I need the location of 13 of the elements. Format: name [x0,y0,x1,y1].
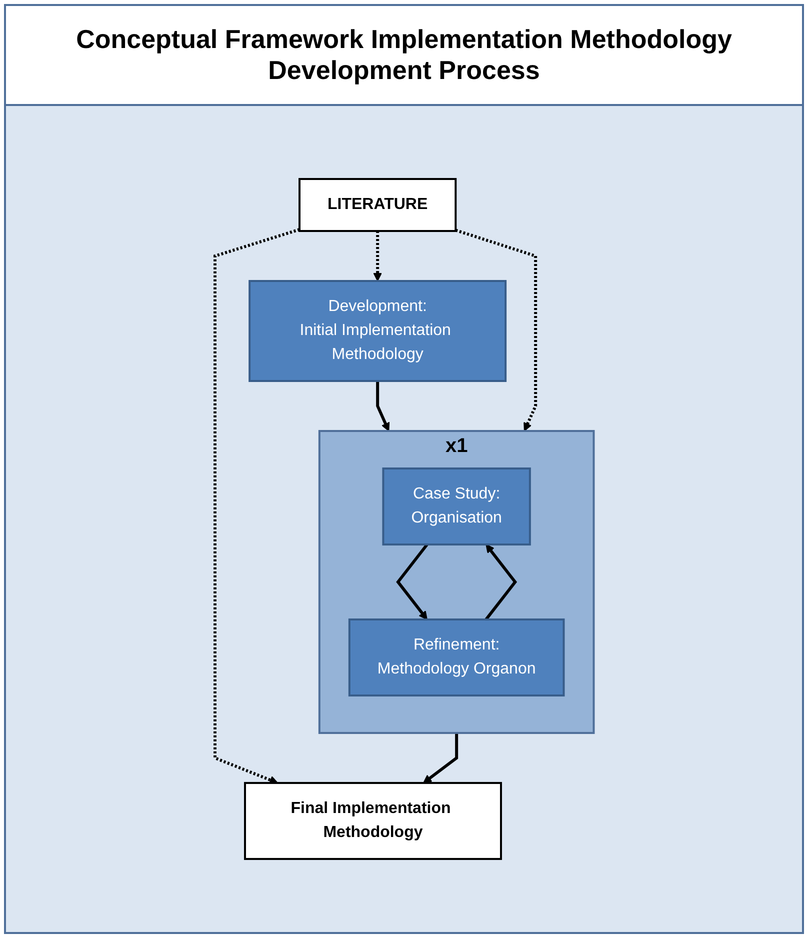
process-box: Development: Initial Implementation Methodology [248,280,506,382]
arrow [484,544,517,620]
process-box: Refinement: Methodology Organon [348,618,564,696]
dashed-arrow [454,228,537,432]
diagram-title: Conceptual Framework Implementation Methodology Development Process [6,6,802,106]
process-box: Final Implementation Methodology [244,782,502,860]
process-box: Case Study: Organisation [382,468,531,546]
arrow [376,381,390,432]
arrow [422,733,458,784]
dashed-arrow [213,228,300,784]
dashed-arrow [372,231,382,282]
arrow [396,544,428,620]
process-box: LITERATURE [298,178,456,232]
